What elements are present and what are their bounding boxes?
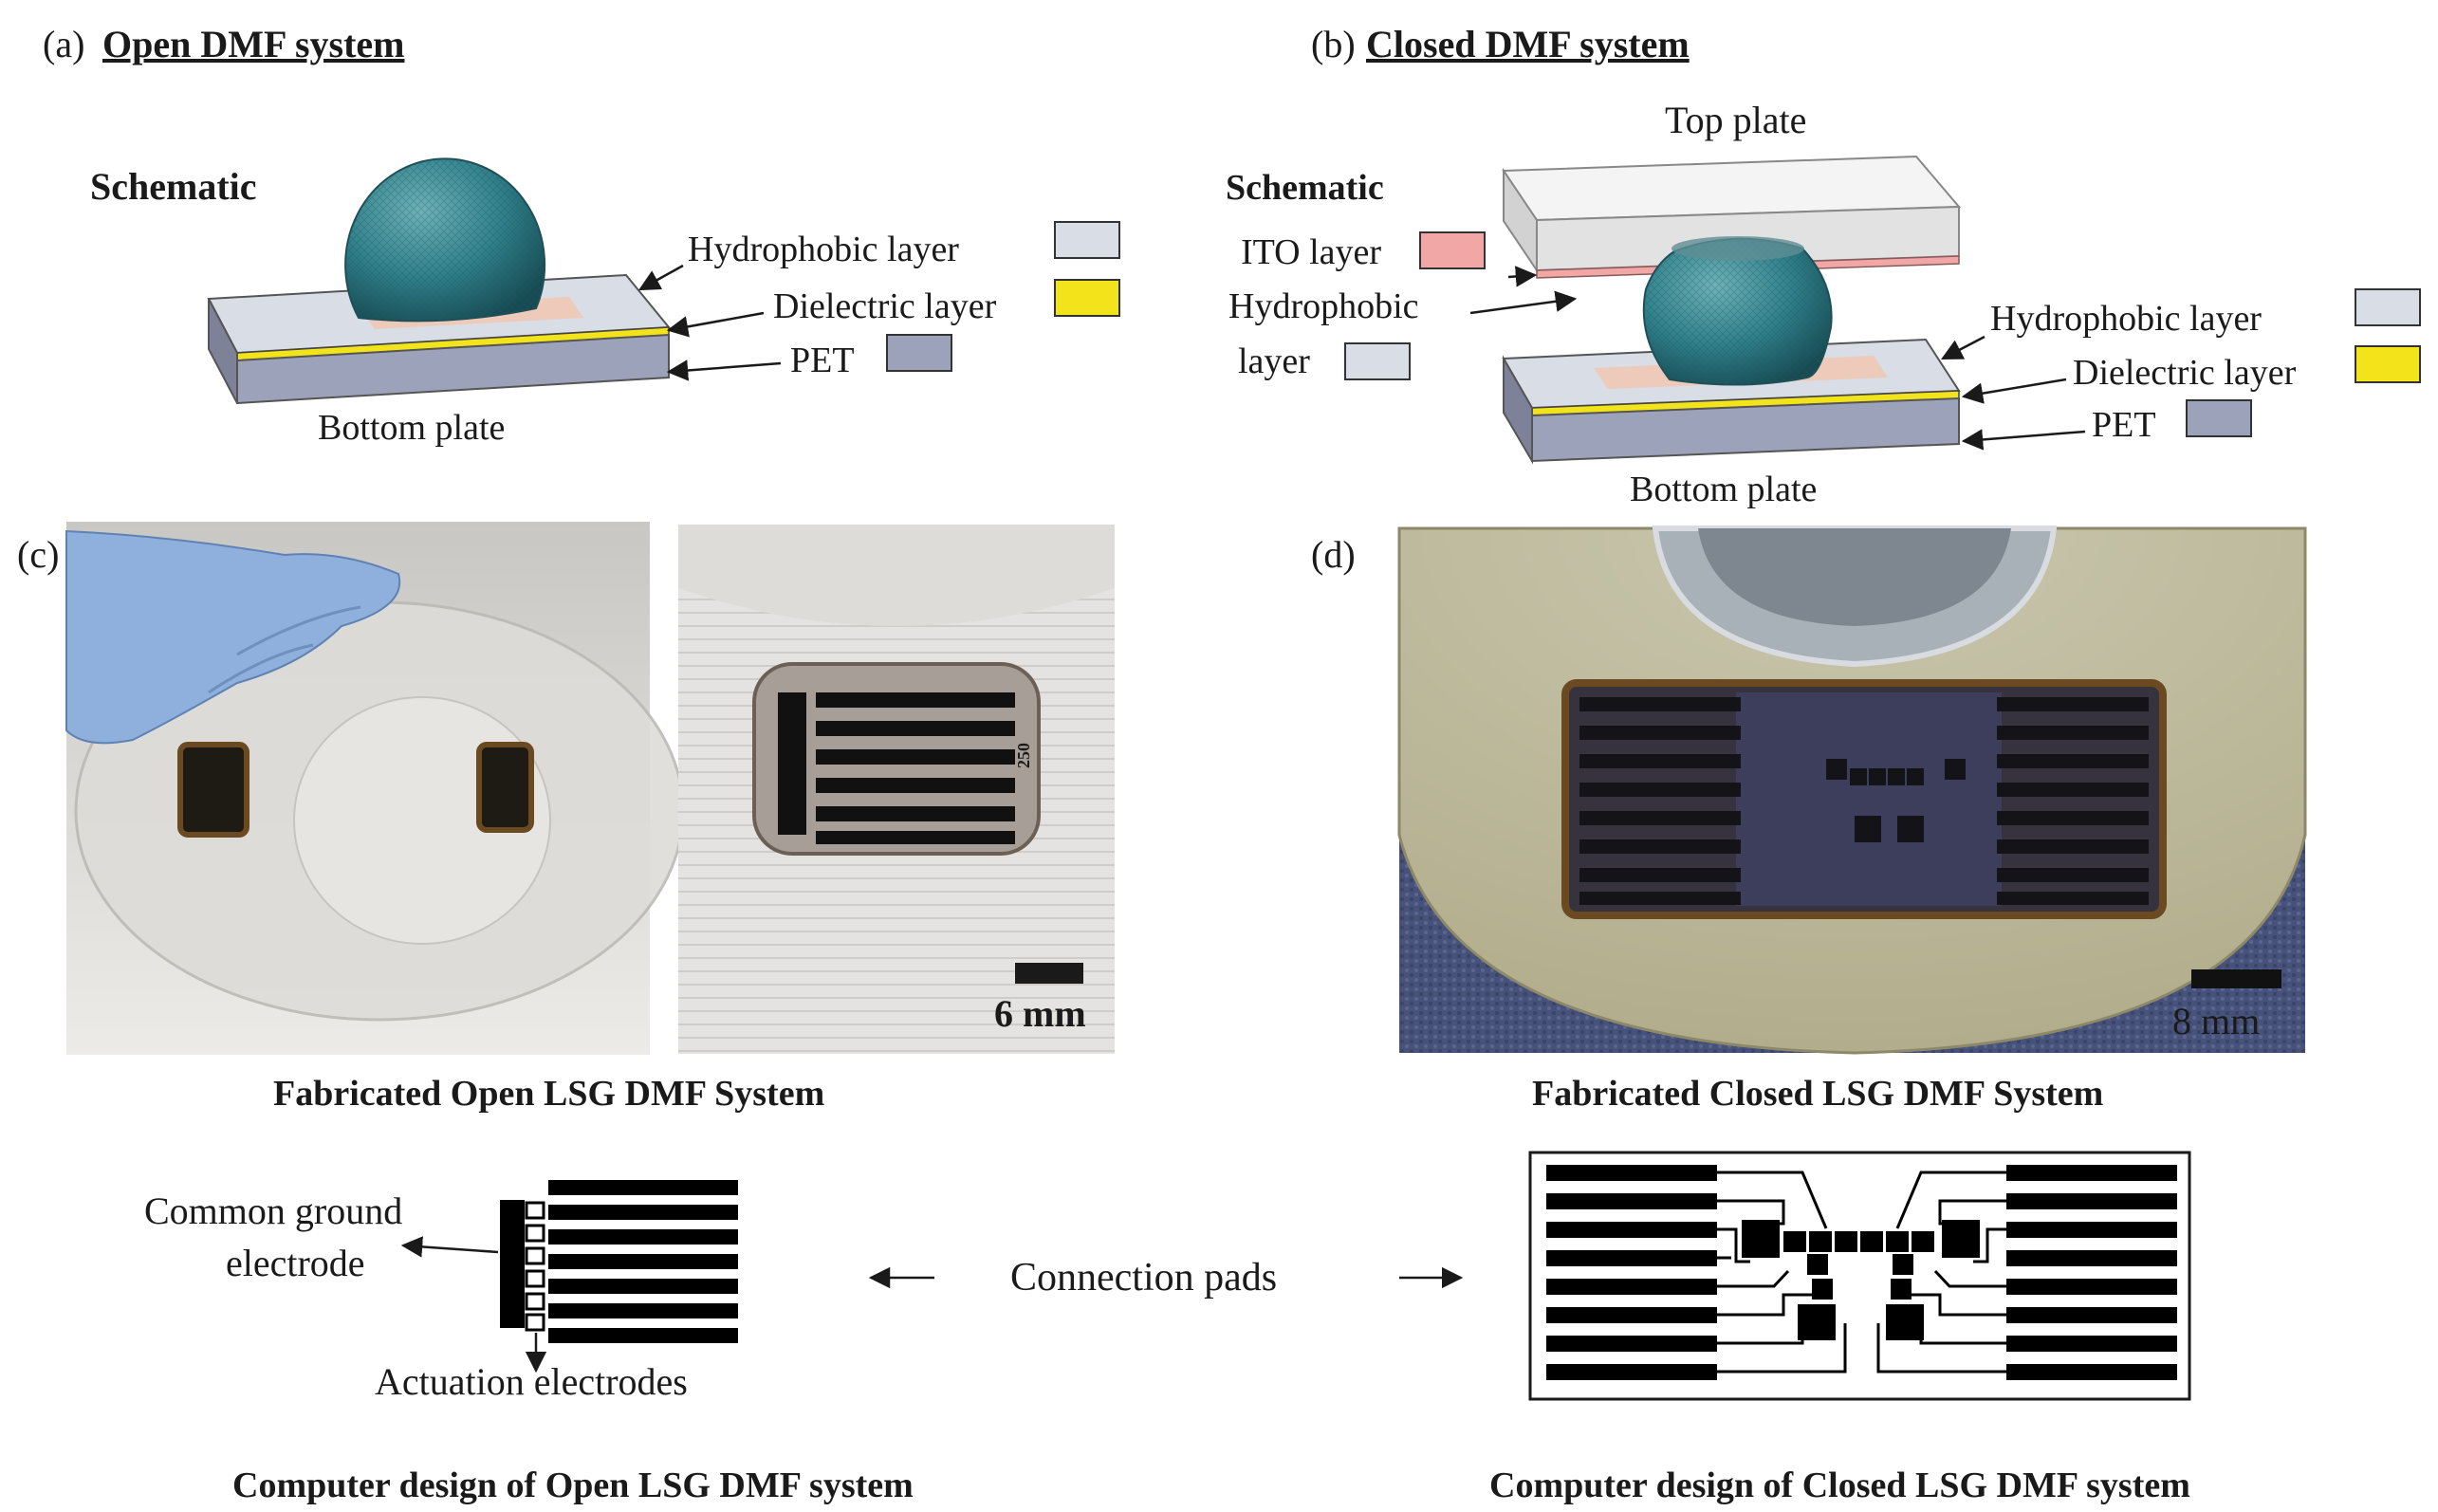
closed-arrow-pet	[1964, 432, 2085, 441]
panel-b: (b) Closed DMF system Top plate Schemati…	[1226, 23, 2420, 509]
panel-b-tag: (b)	[1311, 23, 1356, 65]
closed-design-frame	[1530, 1152, 2189, 1399]
photo-open-closeup: 250 6 mm	[678, 525, 1115, 1054]
closed-bottom-plate-label: Bottom plate	[1630, 470, 1817, 509]
panel-a-schematic-label: Schematic	[90, 165, 257, 208]
caption-design-open: Computer design of Open LSG DMF system	[232, 1466, 914, 1505]
panel-b-title: Closed DMF system	[1366, 23, 1690, 65]
photo-open-wafer	[66, 522, 683, 1055]
open-design-actuation-electrodes	[548, 1180, 738, 1343]
closed-design	[1530, 1152, 2189, 1399]
open-bottom-plate-label: Bottom plate	[318, 408, 505, 448]
open-arrow-hydrophobic	[640, 266, 683, 289]
open-arrow-dielectric	[669, 313, 764, 330]
panel-d: (d)	[1311, 528, 2305, 1114]
open-legend-pet-swatch	[887, 335, 951, 371]
lsg-device-right	[479, 745, 531, 830]
connection-pads-annotation: Connection pads	[871, 1256, 1461, 1300]
closed-hydrophobic-left-line1: Hydrophobic	[1228, 286, 1419, 326]
closed-arrow-hydrophobic	[1943, 337, 1985, 359]
open-legend-pet-label: PET	[790, 341, 855, 380]
open-arrow-pet	[669, 363, 781, 372]
panel-c-tag: (c)	[17, 533, 59, 576]
panel-a: (a) Open DMF system Schematic Bottom pla…	[43, 23, 1119, 448]
closeup-ground-electrode	[778, 692, 806, 835]
open-legend-hydrophobic-swatch	[1055, 222, 1119, 258]
ito-arrow	[1508, 275, 1535, 277]
panel-c: (c) 250 6	[17, 522, 1115, 1114]
caption-fabricated-closed: Fabricated Closed LSG DMF System	[1532, 1074, 2103, 1114]
closed-arrow-dielectric	[1964, 379, 2066, 396]
closed-legend-hydrophobic-swatch	[2355, 289, 2420, 325]
caption-design-closed: Computer design of Closed LSG DMF system	[1489, 1466, 2190, 1505]
closed-legend-pet-swatch	[2187, 400, 2251, 436]
scalebar-8mm-label: 8 mm	[2172, 1000, 2260, 1042]
panel-a-tag: (a)	[43, 23, 84, 65]
closed-legend-dielectric-label: Dielectric layer	[2073, 353, 2297, 393]
open-design-ground-electrode	[500, 1200, 525, 1328]
common-ground-arrow	[403, 1245, 498, 1252]
panel-d-tag: (d)	[1311, 533, 1356, 576]
open-design-connectors	[526, 1203, 544, 1330]
open-legend-dielectric-swatch	[1055, 280, 1119, 316]
common-ground-label-line2: electrode	[226, 1242, 365, 1284]
ito-layer-label: ITO layer	[1241, 232, 1381, 272]
caption-fabricated-open: Fabricated Open LSG DMF System	[273, 1074, 824, 1114]
closed-device-center-region	[1736, 692, 2002, 906]
open-design: Common ground electrode Actuation electr…	[144, 1180, 738, 1403]
photo-closed-device: 8 mm	[1399, 528, 2305, 1053]
closed-hydrophobic-left-line2: layer	[1238, 341, 1310, 381]
closeup-stamp-text: 250	[1014, 743, 1033, 768]
scalebar-8mm	[2191, 969, 2281, 988]
scalebar-6mm	[1015, 963, 1083, 984]
common-ground-label-line1: Common ground	[144, 1189, 402, 1232]
closed-legend-dielectric-swatch	[2355, 346, 2420, 382]
actuation-electrodes-label: Actuation electrodes	[375, 1360, 688, 1403]
droplet-top-contact	[1672, 236, 1804, 261]
open-legend-hydrophobic-label: Hydrophobic layer	[688, 230, 959, 269]
closed-hydrophobic-left-arrow	[1470, 299, 1575, 313]
scalebar-6mm-label: 6 mm	[994, 992, 1086, 1035]
closed-legend-pet-label: PET	[2092, 405, 2156, 445]
open-legend-dielectric-label: Dielectric layer	[773, 286, 997, 326]
closed-hydrophobic-left-swatch	[1345, 343, 1410, 379]
panel-b-schematic-label: Schematic	[1226, 168, 1384, 208]
closed-legend-hydrophobic-label: Hydrophobic layer	[1990, 299, 2262, 339]
lsg-device-left	[180, 745, 247, 835]
connection-pads-label: Connection pads	[1010, 1256, 1277, 1300]
ito-layer-swatch	[1420, 232, 1485, 268]
closed-top-plate-label: Top plate	[1665, 99, 1806, 141]
open-droplet-texture	[345, 158, 545, 321]
panel-a-title: Open DMF system	[102, 23, 404, 65]
